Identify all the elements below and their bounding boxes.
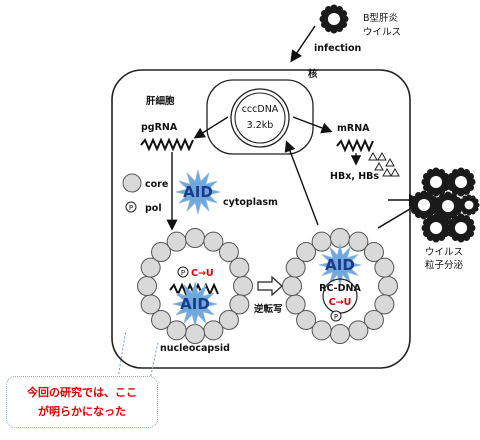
secretion-label-line1: ウイルス (425, 247, 463, 258)
pol-label: pol (145, 203, 162, 214)
capsid-bead (282, 276, 302, 296)
nucleus-label: 核 (308, 68, 318, 80)
virus-label-line2: ウイルス (363, 27, 401, 38)
capsid-bead (218, 242, 239, 263)
pgrna-label: pgRNA (141, 122, 178, 133)
cytoplasm-label: cytoplasm (223, 197, 278, 208)
virus-particle-icon (446, 167, 476, 197)
capsid-bead (348, 231, 369, 252)
capsid-bead (311, 231, 332, 252)
capsid-bead (330, 324, 350, 344)
capsid-bead (203, 231, 224, 252)
pgrna-strand (140, 137, 194, 152)
capsid-bead (311, 320, 332, 341)
capsid-bead (185, 324, 205, 344)
virus-particle-top-icon (319, 4, 349, 34)
capsid-right-c-to-u: C→U (329, 297, 352, 308)
infection-arrow (290, 25, 316, 63)
nucleocapsid-right (282, 228, 398, 344)
capsid-left-c-to-u: C→U (191, 268, 214, 279)
core-protein-bead (122, 173, 142, 193)
secretion-label-line2: 粒子分泌 (425, 259, 464, 271)
virus-particle-icon (446, 213, 476, 243)
capsid-bead (137, 276, 157, 296)
cccdna-size: 3.2kb (247, 120, 274, 131)
pol-p-symbol: P (129, 204, 133, 212)
capsid-bead (296, 242, 317, 263)
capsid-bead (140, 294, 161, 315)
callout-line1: 今回の研究では、ここ (27, 386, 137, 399)
capsid-left-p-symbol: P (181, 269, 185, 277)
aid-star-shape (172, 281, 218, 327)
capsid-left-p-icon (177, 266, 189, 278)
callout-pointer-1 (117, 329, 127, 379)
virus-particle-icon (319, 4, 349, 34)
aid-capsid-left-icon (172, 281, 218, 327)
capsid-bead (166, 320, 187, 341)
nucleocapsid-left (137, 228, 253, 344)
hbs-triangles-icon (368, 151, 400, 177)
capsid-bead (233, 276, 253, 296)
capsid-bead (151, 242, 172, 263)
capsid-bead (140, 257, 161, 278)
mrna-label: mRNA (337, 123, 370, 134)
arrow-to-mrna (292, 116, 333, 134)
rc-dna-label: RC-DNA (319, 283, 361, 294)
secreted-virus-icons (409, 167, 480, 243)
arrow-to-pgrna (193, 116, 229, 139)
infection-label: infection (314, 43, 362, 54)
mrna-strand (336, 138, 374, 153)
capsid-bead (185, 228, 205, 248)
capsid-right-p-symbol: P (334, 313, 338, 321)
reverse-transcription-arrow (257, 275, 283, 297)
arrow-capsid-to-nucleus (284, 140, 319, 226)
capsid-bead (378, 276, 398, 296)
capsid-bead (166, 231, 187, 252)
aid-star-shape (318, 243, 362, 287)
cccdna-ring-outer (230, 88, 290, 148)
capsid-bead (374, 294, 395, 315)
capsid-bead (218, 309, 239, 330)
capsid-bead (348, 320, 369, 341)
aid-star-shape (175, 169, 221, 215)
virus-particle-icon (458, 194, 480, 216)
cccdna-ring-inner (234, 92, 286, 144)
aid-cytoplasm-label: AID (183, 183, 213, 201)
aid-cytoplasm-icon (175, 169, 221, 215)
aid-capsid-right-label: AID (325, 256, 355, 274)
callout-pointer-2 (149, 341, 159, 381)
capsid-right-p-icon (330, 310, 342, 322)
research-callout: 今回の研究では、ここ が明らかになった (6, 376, 158, 428)
capsid-bead (363, 242, 384, 263)
capsid-bead (285, 257, 306, 278)
capsid-bead (203, 320, 224, 341)
nucleus-outline (206, 79, 314, 155)
capsid-bead (229, 257, 250, 278)
cccdna-label: cccDNA (242, 104, 279, 115)
hepatocyte-label: 肝細胞 (146, 95, 175, 107)
capsid-bead (296, 309, 317, 330)
capsid-bead (285, 294, 306, 315)
capsid-bead (229, 294, 250, 315)
virus-label-line1: B型肝炎 (363, 13, 399, 24)
capsid-bead (363, 309, 384, 330)
nucleocapsid-label: nucleocapsid (160, 343, 230, 354)
capsid-bead (374, 257, 395, 278)
aid-capsid-left-label: AID (180, 295, 210, 313)
capsid-bead (151, 309, 172, 330)
callout-line2: が明らかになった (38, 405, 126, 418)
pol-p-icon (125, 201, 137, 213)
reverse-transcription-label: 逆転写 (254, 303, 283, 315)
virus-particle-icon (421, 213, 451, 243)
hbx-hbs-label: HBx, HBs (330, 171, 379, 182)
core-label: core (145, 179, 168, 190)
aid-capsid-right-icon (318, 243, 362, 287)
